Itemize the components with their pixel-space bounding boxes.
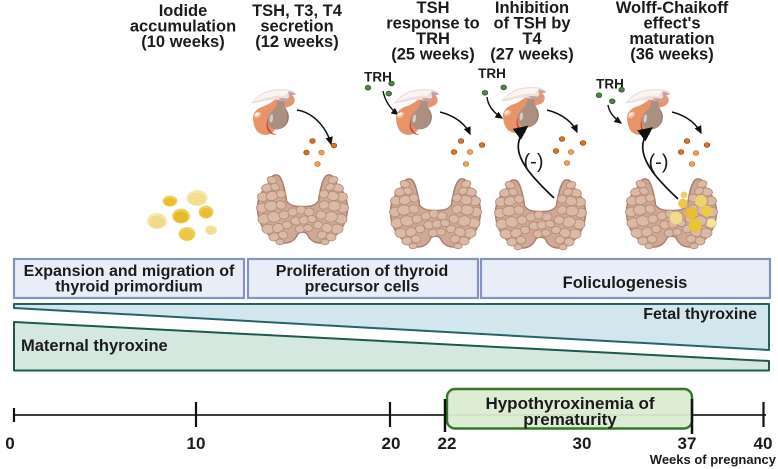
svg-text:(-): (-) [524,151,544,173]
svg-text:(12 weeks): (12 weeks) [255,33,338,51]
svg-text:Hypothyroxinemia of: Hypothyroxinemia of [485,394,654,413]
svg-text:maturation: maturation [629,30,714,48]
svg-text:40: 40 [754,434,773,453]
svg-text:Maternal thyroxine: Maternal thyroxine [21,337,168,355]
svg-text:effect's: effect's [643,15,700,33]
svg-text:(36 weeks): (36 weeks) [630,46,713,64]
svg-text:of TSH by: of TSH by [494,15,572,33]
svg-text:(27 weeks): (27 weeks) [490,46,573,64]
svg-text:37: 37 [678,434,697,453]
svg-text:Proliferation of thyroid: Proliferation of thyroid [276,263,448,280]
svg-text:TSH, T3, T4: TSH, T3, T4 [252,2,343,20]
svg-text:(10 weeks): (10 weeks) [141,33,224,51]
svg-text:prematurity: prematurity [523,410,617,429]
svg-text:20: 20 [382,434,401,453]
svg-text:Weeks of pregnancy: Weeks of pregnancy [650,452,777,467]
svg-text:thyroid primordium: thyroid primordium [55,279,203,296]
svg-text:Iodide: Iodide [159,2,208,20]
svg-text:Expansion and migration of: Expansion and migration of [24,263,235,280]
svg-text:precursor cells: precursor cells [305,279,420,296]
svg-text:TSH: TSH [417,0,450,17]
svg-text:(-): (-) [649,152,669,174]
svg-text:Foliculogenesis: Foliculogenesis [563,274,688,292]
svg-text:secretion: secretion [260,18,333,36]
svg-text:accumulation: accumulation [130,18,236,36]
svg-text:22: 22 [438,434,457,453]
svg-text:TRH: TRH [478,66,506,81]
svg-text:response to: response to [386,15,480,33]
svg-text:TRH: TRH [416,30,450,48]
svg-text:10: 10 [187,434,206,453]
svg-text:Inhibition: Inhibition [495,0,569,17]
svg-text:0: 0 [5,434,14,453]
svg-text:Wolff-Chaikoff: Wolff-Chaikoff [616,0,729,17]
svg-text:(25 weeks): (25 weeks) [391,46,474,64]
svg-text:TRH: TRH [364,70,392,85]
svg-text:30: 30 [573,434,592,453]
svg-text:Fetal thyroxine: Fetal thyroxine [643,306,757,323]
svg-text:T4: T4 [522,30,542,48]
svg-text:TRH: TRH [596,77,624,92]
